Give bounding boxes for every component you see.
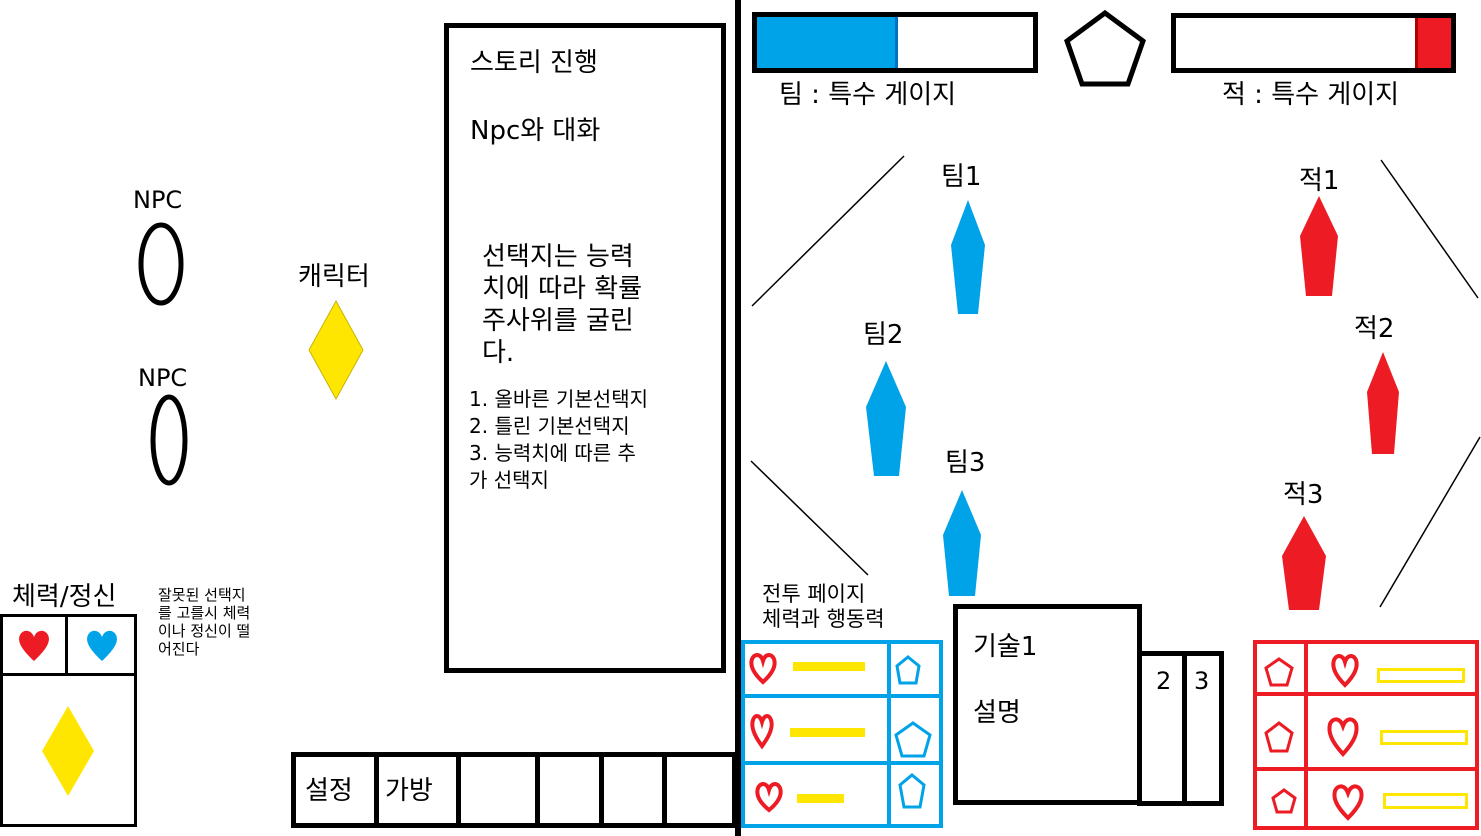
enemy-status-divider xyxy=(1253,692,1479,696)
team-status-divider xyxy=(741,761,943,765)
status-note-line: 이나 정신이 떨 xyxy=(158,622,251,640)
team-status-panel xyxy=(741,640,943,828)
battle-page-note-line: 체력과 행동력 xyxy=(762,607,885,631)
status-note-line: 를 고를시 체력 xyxy=(158,604,251,622)
team-pentagon-icon xyxy=(894,721,932,758)
status-note: 잘못된 선택지 를 고를시 체력 이나 정신이 떨 어진다 xyxy=(158,586,250,658)
skill-tabs xyxy=(1137,651,1224,806)
story-option[interactable]: 2. 틀린 기본선택지 xyxy=(469,414,630,438)
enemy-hp-bar xyxy=(1383,793,1468,809)
story-dice-line: 치에 따라 확률 xyxy=(482,274,643,304)
menu-divider xyxy=(535,752,540,828)
npc-1-icon[interactable] xyxy=(138,222,184,306)
team-status-divider xyxy=(741,694,943,698)
enemy-unit-label-3: 적3 xyxy=(1283,480,1324,510)
team-status-divider xyxy=(887,640,891,828)
mental-heart-icon xyxy=(87,630,117,661)
enemy-pentagon-icon xyxy=(1271,788,1297,814)
enemy-status-divider xyxy=(1304,640,1308,830)
team-unit-2-icon[interactable] xyxy=(865,361,907,478)
story-dice-line: 다. xyxy=(482,338,515,368)
npc-label-1: NPC xyxy=(133,186,183,214)
enemy-unit-2-icon[interactable] xyxy=(1366,352,1400,456)
team-gauge-label: 팀 : 특수 게이지 xyxy=(779,80,957,110)
battle-page-note: 전투 페이지 체력과 행동력 xyxy=(762,582,885,632)
enemy-gauge-fill xyxy=(1415,18,1451,68)
enemy-special-gauge xyxy=(1171,13,1456,73)
npc-label-2: NPC xyxy=(138,364,188,392)
enemy-pentagon-icon xyxy=(1264,657,1294,687)
enemy-status-panel xyxy=(1253,640,1479,830)
enemy-unit-1-icon[interactable] xyxy=(1299,196,1339,298)
skill-tab-divider xyxy=(1182,651,1187,806)
team-heart-icon xyxy=(750,714,774,750)
story-dice-line: 주사위를 굴린 xyxy=(482,306,634,336)
team-special-gauge xyxy=(752,12,1038,73)
enemy-unit-label-2: 적2 xyxy=(1354,314,1395,344)
skill-description: 설명 xyxy=(973,698,1021,728)
enemy-unit-3-icon[interactable] xyxy=(1281,516,1327,612)
story-option[interactable]: 3. 능력치에 따른 추 xyxy=(469,441,636,465)
screen-divider xyxy=(735,0,741,836)
team-unit-label-3: 팀3 xyxy=(945,448,986,478)
team-heart-icon xyxy=(749,653,777,685)
skill-name[interactable]: 기술1 xyxy=(973,632,1038,662)
skill-tab-3[interactable]: 3 xyxy=(1194,667,1210,695)
team-hp-bar xyxy=(790,728,865,737)
battle-page-note-line: 전투 페이지 xyxy=(762,582,866,606)
team-unit-1-icon[interactable] xyxy=(950,200,986,316)
team-gauge-fill xyxy=(757,17,898,68)
status-panel xyxy=(0,614,137,827)
enemy-status-divider xyxy=(1253,767,1479,771)
enemy-hp-bar xyxy=(1380,730,1468,745)
health-heart-icon xyxy=(19,630,49,661)
character-label: 캐릭터 xyxy=(298,262,370,292)
story-options: 1. 올바른 기본선택지 2. 틀린 기본선택지 3. 능력치에 따른 추 가 … xyxy=(469,386,648,494)
team-unit-3-icon[interactable] xyxy=(942,490,982,598)
team-pentagon-icon xyxy=(898,773,926,809)
enemy-pentagon-icon xyxy=(1264,721,1294,753)
menu-divider xyxy=(374,752,379,828)
team-hp-bar xyxy=(797,794,844,803)
enemy-heart-icon xyxy=(1332,784,1364,821)
menu-divider xyxy=(599,752,604,828)
enemy-heart-icon xyxy=(1331,654,1359,688)
enemy-unit-label-1: 적1 xyxy=(1299,166,1340,196)
menu-divider xyxy=(662,752,667,828)
story-panel xyxy=(444,23,726,673)
status-note-line: 잘못된 선택지 xyxy=(158,586,246,604)
status-divider-v xyxy=(65,614,68,674)
menu-divider xyxy=(456,752,461,828)
story-dice-line: 선택지는 능력 xyxy=(482,242,634,272)
story-option[interactable]: 1. 올바른 기본선택지 xyxy=(469,387,648,411)
bag-button[interactable]: 가방 xyxy=(385,776,433,806)
status-note-line: 어진다 xyxy=(158,640,200,658)
enemy-hp-bar xyxy=(1377,668,1465,683)
team-hp-bar xyxy=(793,662,865,671)
team-unit-label-2: 팀2 xyxy=(863,320,904,350)
character-diamond-icon[interactable] xyxy=(306,298,366,402)
enemy-gauge-label: 적 : 특수 게이지 xyxy=(1222,80,1400,110)
pentagon-icon[interactable] xyxy=(1062,8,1148,88)
skill-tab-2[interactable]: 2 xyxy=(1156,667,1172,695)
status-title: 체력/정신 xyxy=(12,582,117,612)
team-unit-label-1: 팀1 xyxy=(941,162,982,192)
team-pentagon-icon xyxy=(895,655,921,685)
menu-bar xyxy=(291,752,737,828)
story-option[interactable]: 가 선택지 xyxy=(469,468,549,492)
team-heart-icon xyxy=(755,782,783,813)
status-divider-h xyxy=(0,673,137,676)
npc-2-icon[interactable] xyxy=(149,394,189,486)
story-title: 스토리 진행 xyxy=(470,48,598,78)
settings-button[interactable]: 설정 xyxy=(305,776,353,806)
npc-talk-label[interactable]: Npc와 대화 xyxy=(470,116,601,146)
story-dice-text: 선택지는 능력 치에 따라 확률 주사위를 굴린 다. xyxy=(482,241,642,369)
status-character-diamond-icon xyxy=(42,706,94,796)
enemy-heart-icon xyxy=(1327,717,1359,757)
